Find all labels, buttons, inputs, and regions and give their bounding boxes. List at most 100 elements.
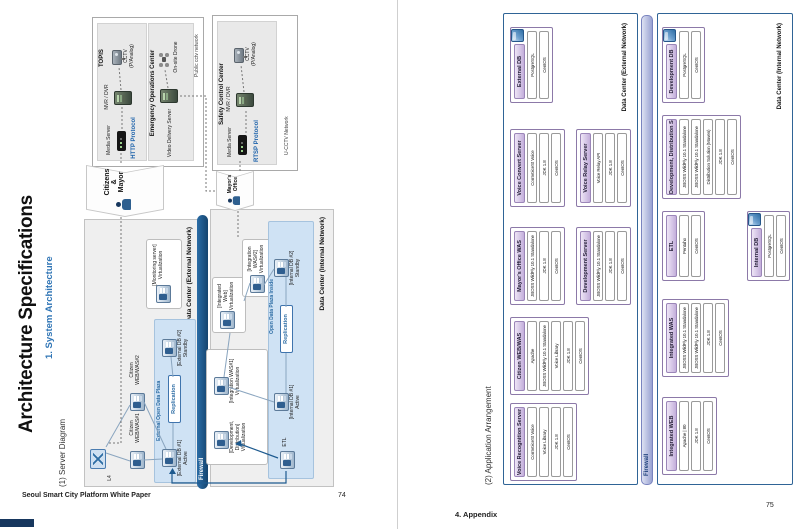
stack-item: CentOS xyxy=(575,321,585,391)
server-box-title: Voice Relay Server xyxy=(580,133,591,203)
drone-icon xyxy=(158,51,169,69)
database-icon xyxy=(748,213,761,226)
stack-item: CentOS xyxy=(539,31,549,99)
citizen-was1-label: Citizen WEB/WAS#1 xyxy=(129,413,141,443)
stack-item: ComVoiceSt Voice xyxy=(527,407,537,477)
stack-item: JDK 1.8 xyxy=(539,231,549,301)
server-icon xyxy=(130,393,145,411)
stack-item: CentOS xyxy=(776,215,786,277)
server-icon xyxy=(156,285,171,303)
server-box-title: Development, Distribution Server xyxy=(666,119,677,195)
server-box-title: External DB xyxy=(514,44,525,99)
stack-item: JDK 1.8 xyxy=(551,407,561,477)
video-delivery-server-label: Video Delivery Server xyxy=(167,108,173,158)
stack-item: CentOS xyxy=(691,215,701,277)
l4-label: L4 xyxy=(107,475,113,481)
citizen-was2-label: Citizen WEB/WAS#2 xyxy=(129,355,141,385)
stack-item: CentOS xyxy=(551,133,561,203)
stack-item: JDK 1.8 xyxy=(605,133,615,203)
stack-item: JBOSS WildFly 10.1 Standalone xyxy=(679,303,689,373)
server-icon xyxy=(274,393,289,411)
onsite-drone-label: On-site Drone xyxy=(173,41,179,73)
monitoring-server-label: [Monitoring server] Virtualization xyxy=(152,244,164,286)
nvr-server-icon xyxy=(236,93,254,107)
server-box-title: Voice Recognition Server xyxy=(514,407,525,477)
server-icon xyxy=(214,377,229,395)
integration-was2-label: [Integration WAS#2] Virtualization xyxy=(247,244,265,274)
page-74-rotated-content: Architecture Specifications 1. System Ar… xyxy=(0,0,400,529)
page-divider xyxy=(397,0,398,529)
stack-item: Voice Relay API xyxy=(593,133,603,203)
server-icon xyxy=(214,431,229,449)
server-box-title: Mayor's Office WAS xyxy=(514,231,525,301)
section-label-server-diagram: (1) Server Diagram xyxy=(58,418,67,487)
stack-item: CentOS xyxy=(715,303,725,373)
footer-accent-bar xyxy=(0,519,34,527)
stack-item: Voice Library xyxy=(539,407,549,477)
cctv-label: CCTV (P/Analog) xyxy=(245,42,257,66)
stack-item: CentOS xyxy=(703,401,713,471)
citizens-mayor-label: Citizens & Mayor xyxy=(104,168,125,196)
stack-item: CentOS xyxy=(727,119,737,195)
integrated-web-label: [Integrated Web] Virtualization xyxy=(217,281,235,311)
server-box-title: Citizen WEB/WAS xyxy=(514,321,525,391)
internal-db2-label: [Internal DB #2] Standby xyxy=(289,250,301,286)
http-protocol-label: HTTP Protocol xyxy=(131,117,137,159)
stack-item: CentOS xyxy=(551,231,561,301)
footer-section-title: 4. Appendix xyxy=(455,510,498,519)
internal-plaza-label: Open Data Plaza Inside xyxy=(269,279,275,335)
stack-item: JDK 1.8 xyxy=(715,119,725,195)
stack-item: JBOSS WildFly 10.1 Standalone xyxy=(593,231,603,301)
server-box-title: Voice Convert Server xyxy=(514,133,525,203)
stack-item: JBOSS WildFly 10.1 Standalone xyxy=(679,119,689,195)
ucctv-network-label: U-CCTV Network xyxy=(284,116,290,155)
stack-item: CentOS xyxy=(617,231,627,301)
server-icon xyxy=(130,451,145,469)
nvr-dvr-label: NVR / DVR xyxy=(104,84,110,110)
dev-dist-label: [Development, Distribution] Virtualizati… xyxy=(229,420,247,454)
cctv-camera-icon xyxy=(234,48,244,63)
cctv-label: CCTV (P/Analog) xyxy=(123,44,135,68)
server-box-title: Development DB xyxy=(666,44,677,99)
external-db1-label: [External DB #1] Active xyxy=(177,439,189,477)
topis-title: TOPIS xyxy=(99,49,105,67)
media-server-label: Media Server xyxy=(227,127,233,157)
mayors-office-label: Mayor's Office xyxy=(227,174,239,194)
stack-item: PostgreSQL xyxy=(764,215,774,277)
media-server-icon xyxy=(238,135,247,155)
stack-item: Distribution Solution (Maven) xyxy=(703,119,713,195)
page-75: (2) Application Arrangement Data Center … xyxy=(400,0,800,529)
etl-label: ETL xyxy=(282,437,288,447)
stack-item: JBOSS WildFly 10.1 Standalone xyxy=(527,231,537,301)
stack-item: JDK 1.8 xyxy=(563,321,573,391)
server-box-title: Development Server xyxy=(580,231,591,301)
stack-item: JBOSS WildFly 10.1 Standalone xyxy=(539,321,549,391)
firewall-bar: Firewall xyxy=(641,15,653,485)
server-icon xyxy=(274,259,289,277)
public-cctv-network-label: Public cctv network xyxy=(194,34,200,77)
stack-item: JBOSS WildFly 10.1 Standalone xyxy=(691,303,701,373)
integration-was1-label: [Integration WAS#1] Virtualization xyxy=(229,358,241,404)
server-box-title: Integrated WAS xyxy=(666,303,677,373)
section-label-application-arrangement: (2) Application Arrangement xyxy=(484,386,493,485)
page-74: Architecture Specifications 1. System Ar… xyxy=(0,0,400,529)
stack-item: JDK 1.8 xyxy=(703,303,713,373)
stack-item: PostgreSQL xyxy=(679,31,689,99)
server-box-title: Internal DB xyxy=(751,228,762,277)
eoc-title: Emergency Operations Center xyxy=(150,49,156,137)
replication-box: Replication xyxy=(168,375,181,423)
video-delivery-server-icon xyxy=(160,89,178,103)
nvr-dvr-label: NVR / DVR xyxy=(226,86,232,112)
safety-title: Safety Control Center xyxy=(219,63,225,125)
person-icon xyxy=(116,199,131,210)
